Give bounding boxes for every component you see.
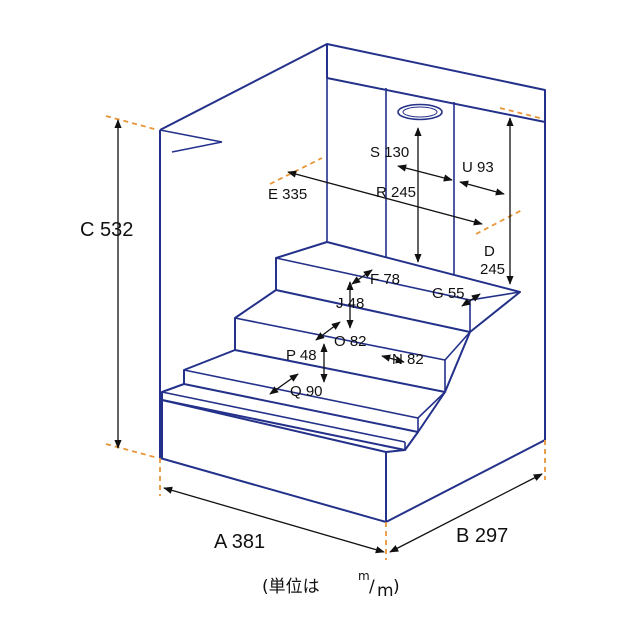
label-d-value: 245 bbox=[480, 261, 505, 278]
steps bbox=[161, 241, 521, 458]
label-f: F 78 bbox=[370, 271, 400, 288]
dim-line-g bbox=[461, 293, 481, 307]
unit-note: (単位は m / m ) bbox=[262, 569, 400, 601]
dimension-labels: C 532 A 381 B 297 D 245 E 335 S 130 R 24… bbox=[80, 144, 508, 553]
dim-line-s bbox=[397, 164, 453, 182]
label-j: J 48 bbox=[336, 295, 364, 312]
unit-numerator: m bbox=[358, 569, 370, 583]
label-g: G 55 bbox=[432, 285, 465, 302]
dim-line-n bbox=[381, 354, 405, 364]
handle-hole bbox=[397, 103, 443, 121]
label-d-letter: D bbox=[484, 243, 495, 260]
dim-line-a bbox=[163, 486, 385, 554]
label-o: O 82 bbox=[334, 333, 367, 350]
unit-denominator: m bbox=[377, 581, 394, 601]
unit-suffix: ) bbox=[393, 577, 400, 597]
dim-line-e bbox=[287, 170, 483, 226]
dim-line-o bbox=[315, 321, 341, 341]
unit-slash: / bbox=[369, 577, 375, 597]
label-c: C 532 bbox=[80, 219, 133, 241]
label-u: U 93 bbox=[462, 159, 494, 176]
label-a: A 381 bbox=[214, 531, 265, 553]
dim-line-u bbox=[459, 180, 505, 196]
label-s: S 130 bbox=[370, 144, 409, 161]
label-p: P 48 bbox=[286, 347, 317, 364]
label-e: E 335 bbox=[268, 186, 307, 203]
dim-line-f bbox=[351, 269, 373, 285]
back-recess-panel bbox=[385, 88, 455, 274]
dim-line-q bbox=[269, 373, 299, 395]
label-r: R 245 bbox=[376, 184, 416, 201]
dimension-arrows bbox=[114, 117, 543, 554]
unit-prefix: (単位は bbox=[262, 577, 320, 597]
label-n: N 82 bbox=[392, 351, 424, 368]
label-b: B 297 bbox=[456, 525, 508, 547]
dim-line-b bbox=[389, 473, 543, 553]
label-q: Q 90 bbox=[290, 383, 323, 400]
